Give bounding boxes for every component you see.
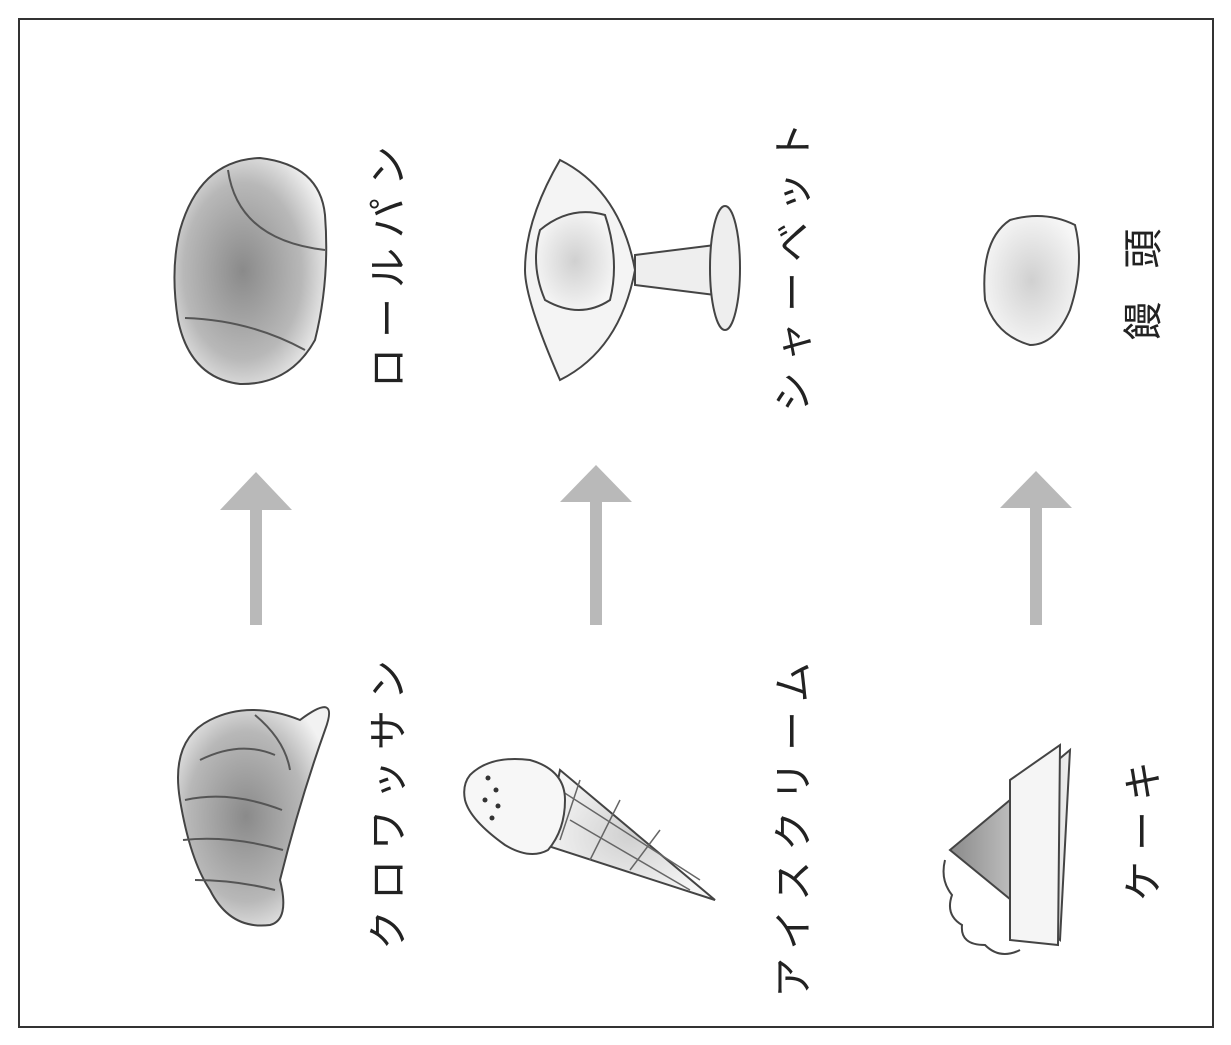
arrow-up-icon [560,465,632,625]
label-roll-bread: ロールパン [356,136,414,388]
roll-bread-illustration [174,158,326,384]
label-cake: ケーキ [1111,751,1169,901]
label-manju: 饅 頭 [1111,219,1169,342]
manju-illustration [984,216,1079,345]
label-ice-cream: アイスクリーム [761,652,819,998]
cake-illustration [944,745,1070,954]
arrow-up-icon [220,472,292,625]
sherbet-illustration [525,160,740,380]
label-croissant: クロワッサン [356,650,414,950]
ice-cream-illustration [464,759,715,900]
arrow-up-icon [1000,471,1072,625]
label-sherbet: シャーベット [761,112,819,412]
croissant-illustration [178,707,329,925]
